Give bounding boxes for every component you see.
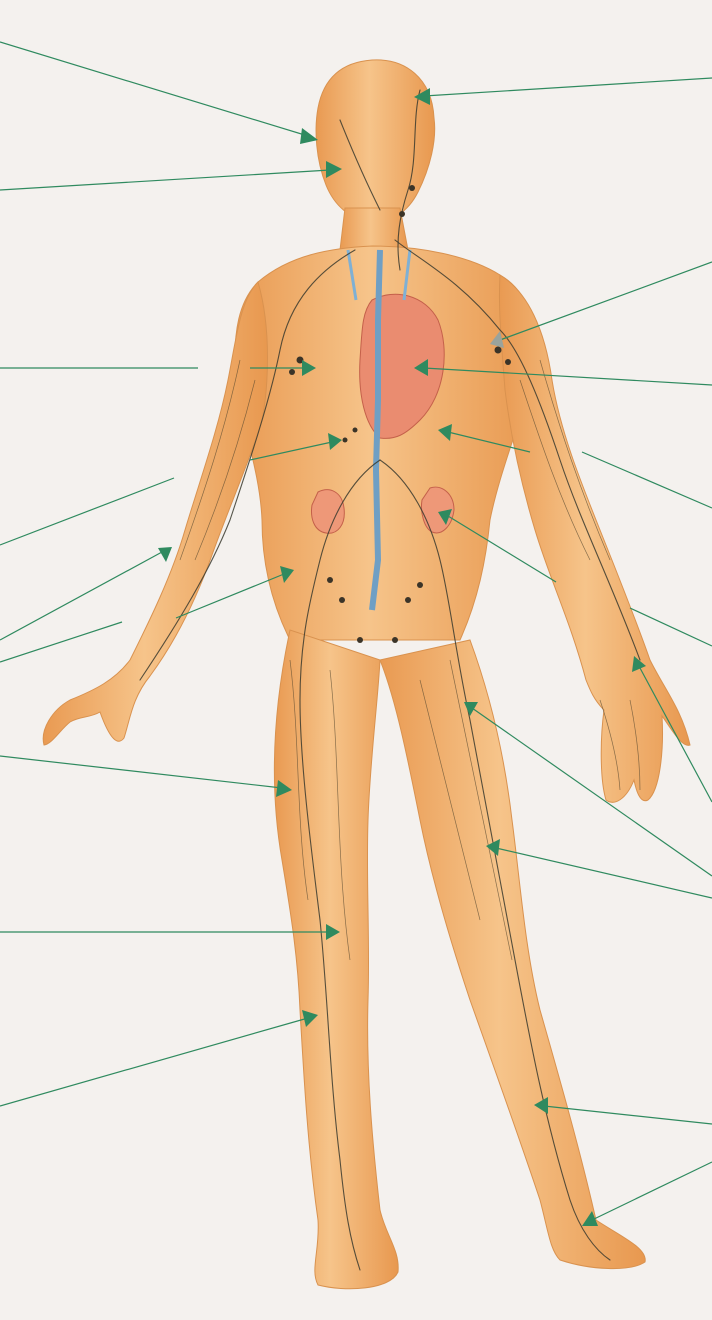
leader-line-19 bbox=[0, 1018, 308, 1106]
arm-right-side bbox=[499, 275, 690, 802]
leader-line-17 bbox=[496, 848, 712, 898]
leg-left-side bbox=[274, 630, 398, 1289]
leader-line-7 bbox=[0, 478, 174, 545]
leader-line-15 bbox=[0, 756, 282, 788]
leader-line-10 bbox=[0, 552, 162, 640]
leader-line-9 bbox=[582, 452, 712, 508]
arrow-1-icon bbox=[300, 128, 318, 144]
body-silhouette bbox=[43, 60, 690, 1289]
leader-line-2 bbox=[0, 170, 330, 190]
leader-line-4 bbox=[500, 262, 712, 340]
kidney-left-side bbox=[312, 490, 345, 534]
leader-line-3 bbox=[424, 78, 712, 96]
leader-line-21 bbox=[592, 1162, 712, 1220]
arm-left-side bbox=[43, 282, 267, 745]
head bbox=[316, 60, 435, 222]
leader-line-11 bbox=[0, 622, 122, 662]
arrow-10-icon bbox=[158, 547, 172, 562]
leader-line-1 bbox=[0, 42, 308, 136]
